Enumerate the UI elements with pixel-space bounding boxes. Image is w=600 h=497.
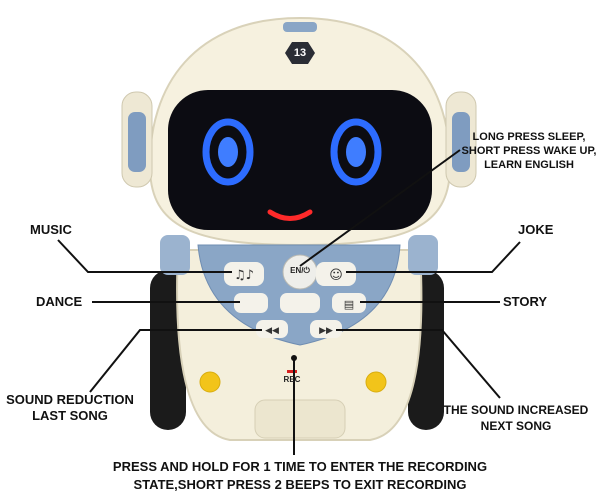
top-tab bbox=[283, 22, 317, 32]
sound-increase-line-1: THE SOUND INCREASED bbox=[443, 403, 589, 417]
badge-hexagon bbox=[285, 42, 315, 64]
volume-down-icon: ◀◀ bbox=[265, 326, 279, 336]
joke-label: JOKE bbox=[518, 222, 554, 237]
left-ear-panel bbox=[128, 112, 146, 172]
story-label: STORY bbox=[503, 294, 548, 309]
rec-mark bbox=[287, 370, 297, 373]
increase-line bbox=[336, 329, 501, 399]
story-button bbox=[332, 293, 366, 313]
sleep-wake-label: LONG PRESS SLEEP, SHORT PRESS WAKE UP, L… bbox=[458, 130, 600, 172]
volume-up-button bbox=[310, 320, 342, 338]
volume-up-icon: ▶▶ bbox=[319, 326, 333, 336]
recording-line-1: PRESS AND HOLD FOR 1 TIME TO ENTER THE R… bbox=[112, 459, 488, 474]
right-eye bbox=[330, 118, 382, 186]
music-button bbox=[224, 262, 264, 286]
record-button bbox=[280, 293, 320, 313]
sleep-line bbox=[299, 149, 461, 267]
recording-line-2: STATE,SHORT PRESS 2 BEEPS TO EXIT RECORD… bbox=[133, 477, 467, 492]
sound-increase-label: THE SOUND INCREASED NEXT SONG bbox=[432, 402, 600, 434]
sleep-line-2: SHORT PRESS WAKE UP, bbox=[461, 145, 597, 157]
left-arm bbox=[160, 235, 190, 275]
sound-reduction-line-1: SOUND REDUCTION bbox=[6, 392, 134, 407]
power-label: EN/⏻ bbox=[290, 266, 310, 275]
right-eye-pupil bbox=[346, 137, 366, 167]
sound-reduction-label: SOUND REDUCTION LAST SONG bbox=[0, 392, 140, 424]
left-yellow-light bbox=[199, 371, 221, 393]
callout-lines bbox=[57, 149, 521, 455]
dance-label: DANCE bbox=[36, 294, 83, 309]
joke-button bbox=[316, 262, 356, 286]
sound-reduction-line-2: LAST SONG bbox=[32, 408, 108, 423]
recording-dot bbox=[291, 355, 297, 361]
right-arm bbox=[408, 235, 438, 275]
sleep-line-1: LONG PRESS SLEEP, bbox=[472, 131, 586, 143]
sleep-line-3: LEARN ENGLISH bbox=[484, 159, 574, 171]
music-icon: ♫♪ bbox=[234, 268, 254, 283]
right-ear-panel bbox=[452, 112, 470, 172]
badge-label: 13 bbox=[293, 47, 307, 59]
left-eye bbox=[202, 118, 254, 186]
robot-foot bbox=[254, 399, 346, 439]
volume-down-button bbox=[256, 320, 288, 338]
right-yellow-light bbox=[365, 371, 387, 393]
dance-button bbox=[234, 293, 268, 313]
music-label: MUSIC bbox=[30, 222, 72, 237]
left-eye-pupil bbox=[218, 137, 238, 167]
reduction-line bbox=[89, 329, 262, 393]
story-icon: ▤ bbox=[344, 298, 354, 311]
sound-increase-line-2: NEXT SONG bbox=[480, 419, 552, 433]
rec-label: REC bbox=[283, 375, 301, 384]
joke-icon: ☺ bbox=[329, 268, 343, 283]
joke-line bbox=[346, 241, 521, 273]
recording-label: PRESS AND HOLD FOR 1 TIME TO ENTER THE R… bbox=[40, 458, 560, 494]
music-line bbox=[57, 239, 232, 273]
mouth bbox=[267, 209, 313, 221]
